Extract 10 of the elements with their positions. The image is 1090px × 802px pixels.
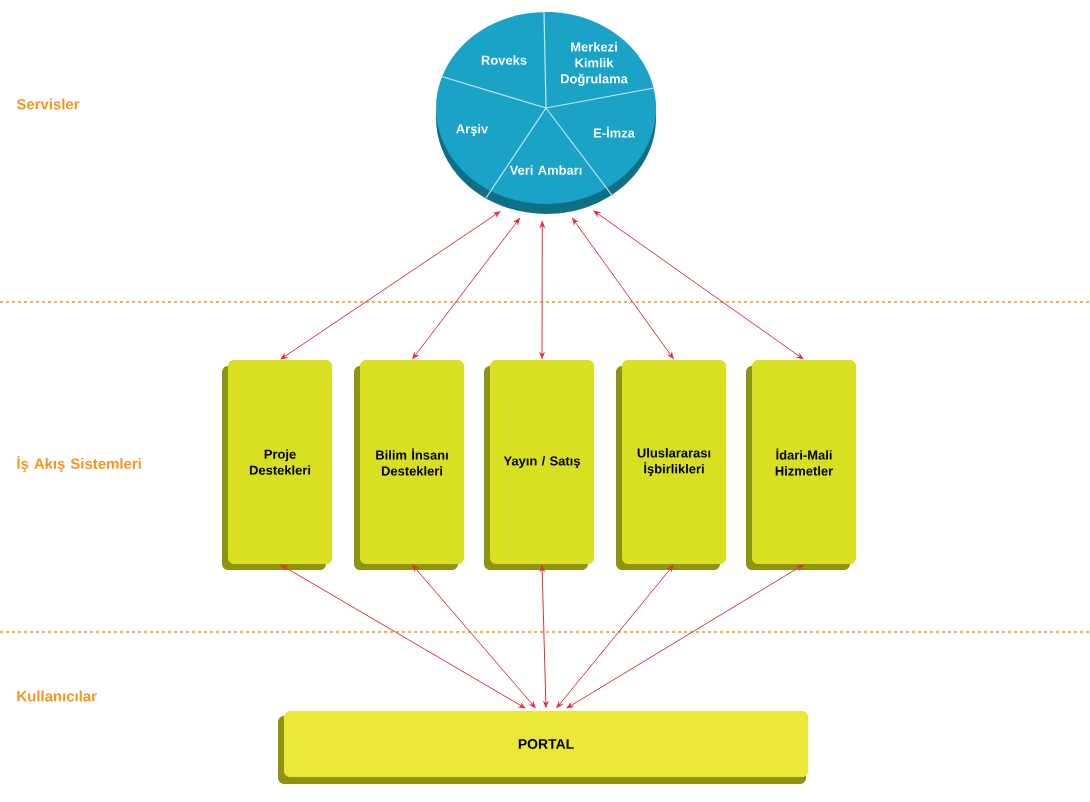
double-arrow [556, 565, 674, 708]
double-arrow [412, 218, 520, 359]
double-arrow [280, 564, 526, 709]
double-arrow [280, 211, 501, 360]
double-arrow [539, 221, 545, 359]
double-arrow [566, 564, 804, 709]
double-arrow [593, 210, 804, 360]
double-arrow [539, 565, 549, 708]
double-arrow [412, 565, 536, 709]
double-arrow [572, 218, 674, 359]
